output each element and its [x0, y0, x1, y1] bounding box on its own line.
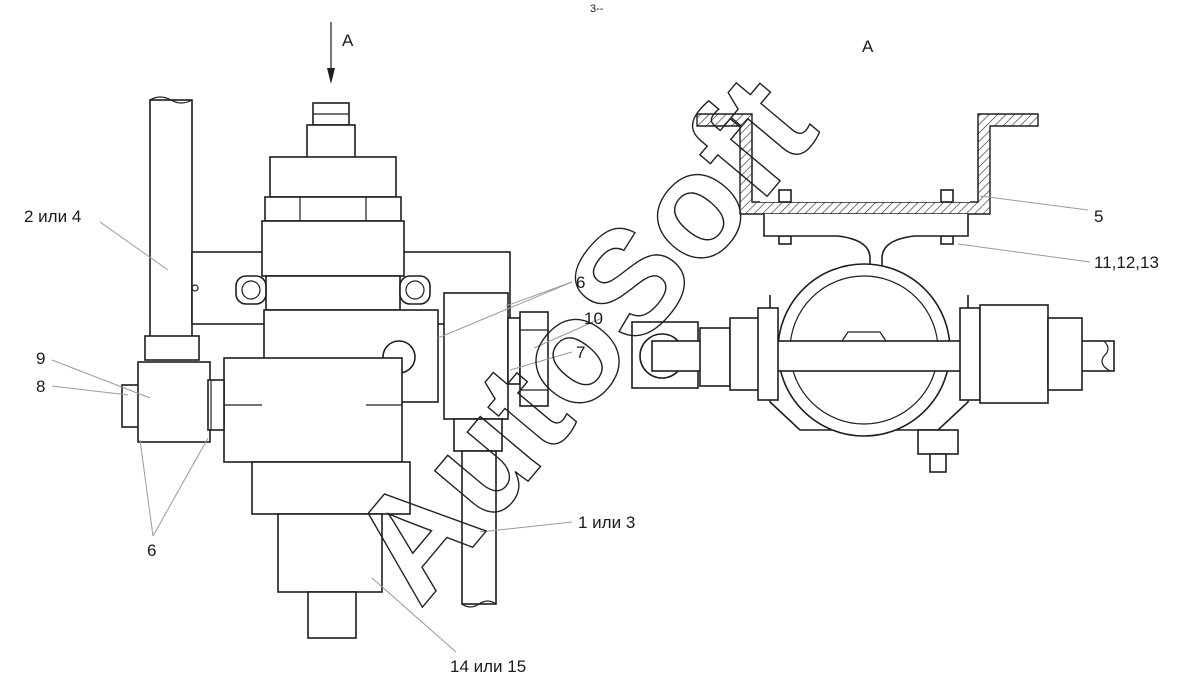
label-5: 5: [1094, 207, 1103, 226]
fitting-right: [443, 292, 549, 420]
valve-main-body: [223, 309, 439, 639]
horizontal-pipe: [631, 304, 1115, 404]
bracket-bolts: [778, 189, 954, 245]
bracket-part-5: [696, 113, 1039, 215]
label-8: 8: [36, 377, 45, 396]
pipe-1-or-3: [453, 418, 503, 608]
label-7: 7: [576, 343, 585, 362]
leader-lines-left: [51, 221, 603, 653]
right-section-view-a: [631, 113, 1115, 473]
label-2-or-4: 2 или 4: [24, 207, 81, 226]
view-direction-arrow: [327, 22, 335, 84]
pipe-2-or-4: [144, 96, 200, 361]
label-10: 10: [584, 309, 603, 328]
leader-lines-right: [957, 195, 1091, 263]
label-6-right: 6: [576, 273, 585, 292]
label-1-or-3: 1 или 3: [578, 513, 635, 532]
label-14-or-15: 14 или 15: [450, 657, 526, 676]
label-6-left: 6: [147, 541, 156, 560]
label-11-12-13: 11,12,13: [1094, 253, 1159, 272]
view-title-label: А: [862, 37, 874, 56]
valve-top-stack: [235, 102, 431, 311]
fitting-left: [121, 361, 225, 443]
clamp-strap: [763, 214, 969, 269]
left-assembly-view: [51, 22, 603, 653]
top-mark: 3--: [590, 3, 604, 15]
label-9: 9: [36, 349, 45, 368]
view-arrow-label: А: [342, 31, 354, 50]
part-labels: 3-- А А 2 или 4 9 8 6 6 10 7 1 или 3 14 …: [24, 3, 1159, 676]
